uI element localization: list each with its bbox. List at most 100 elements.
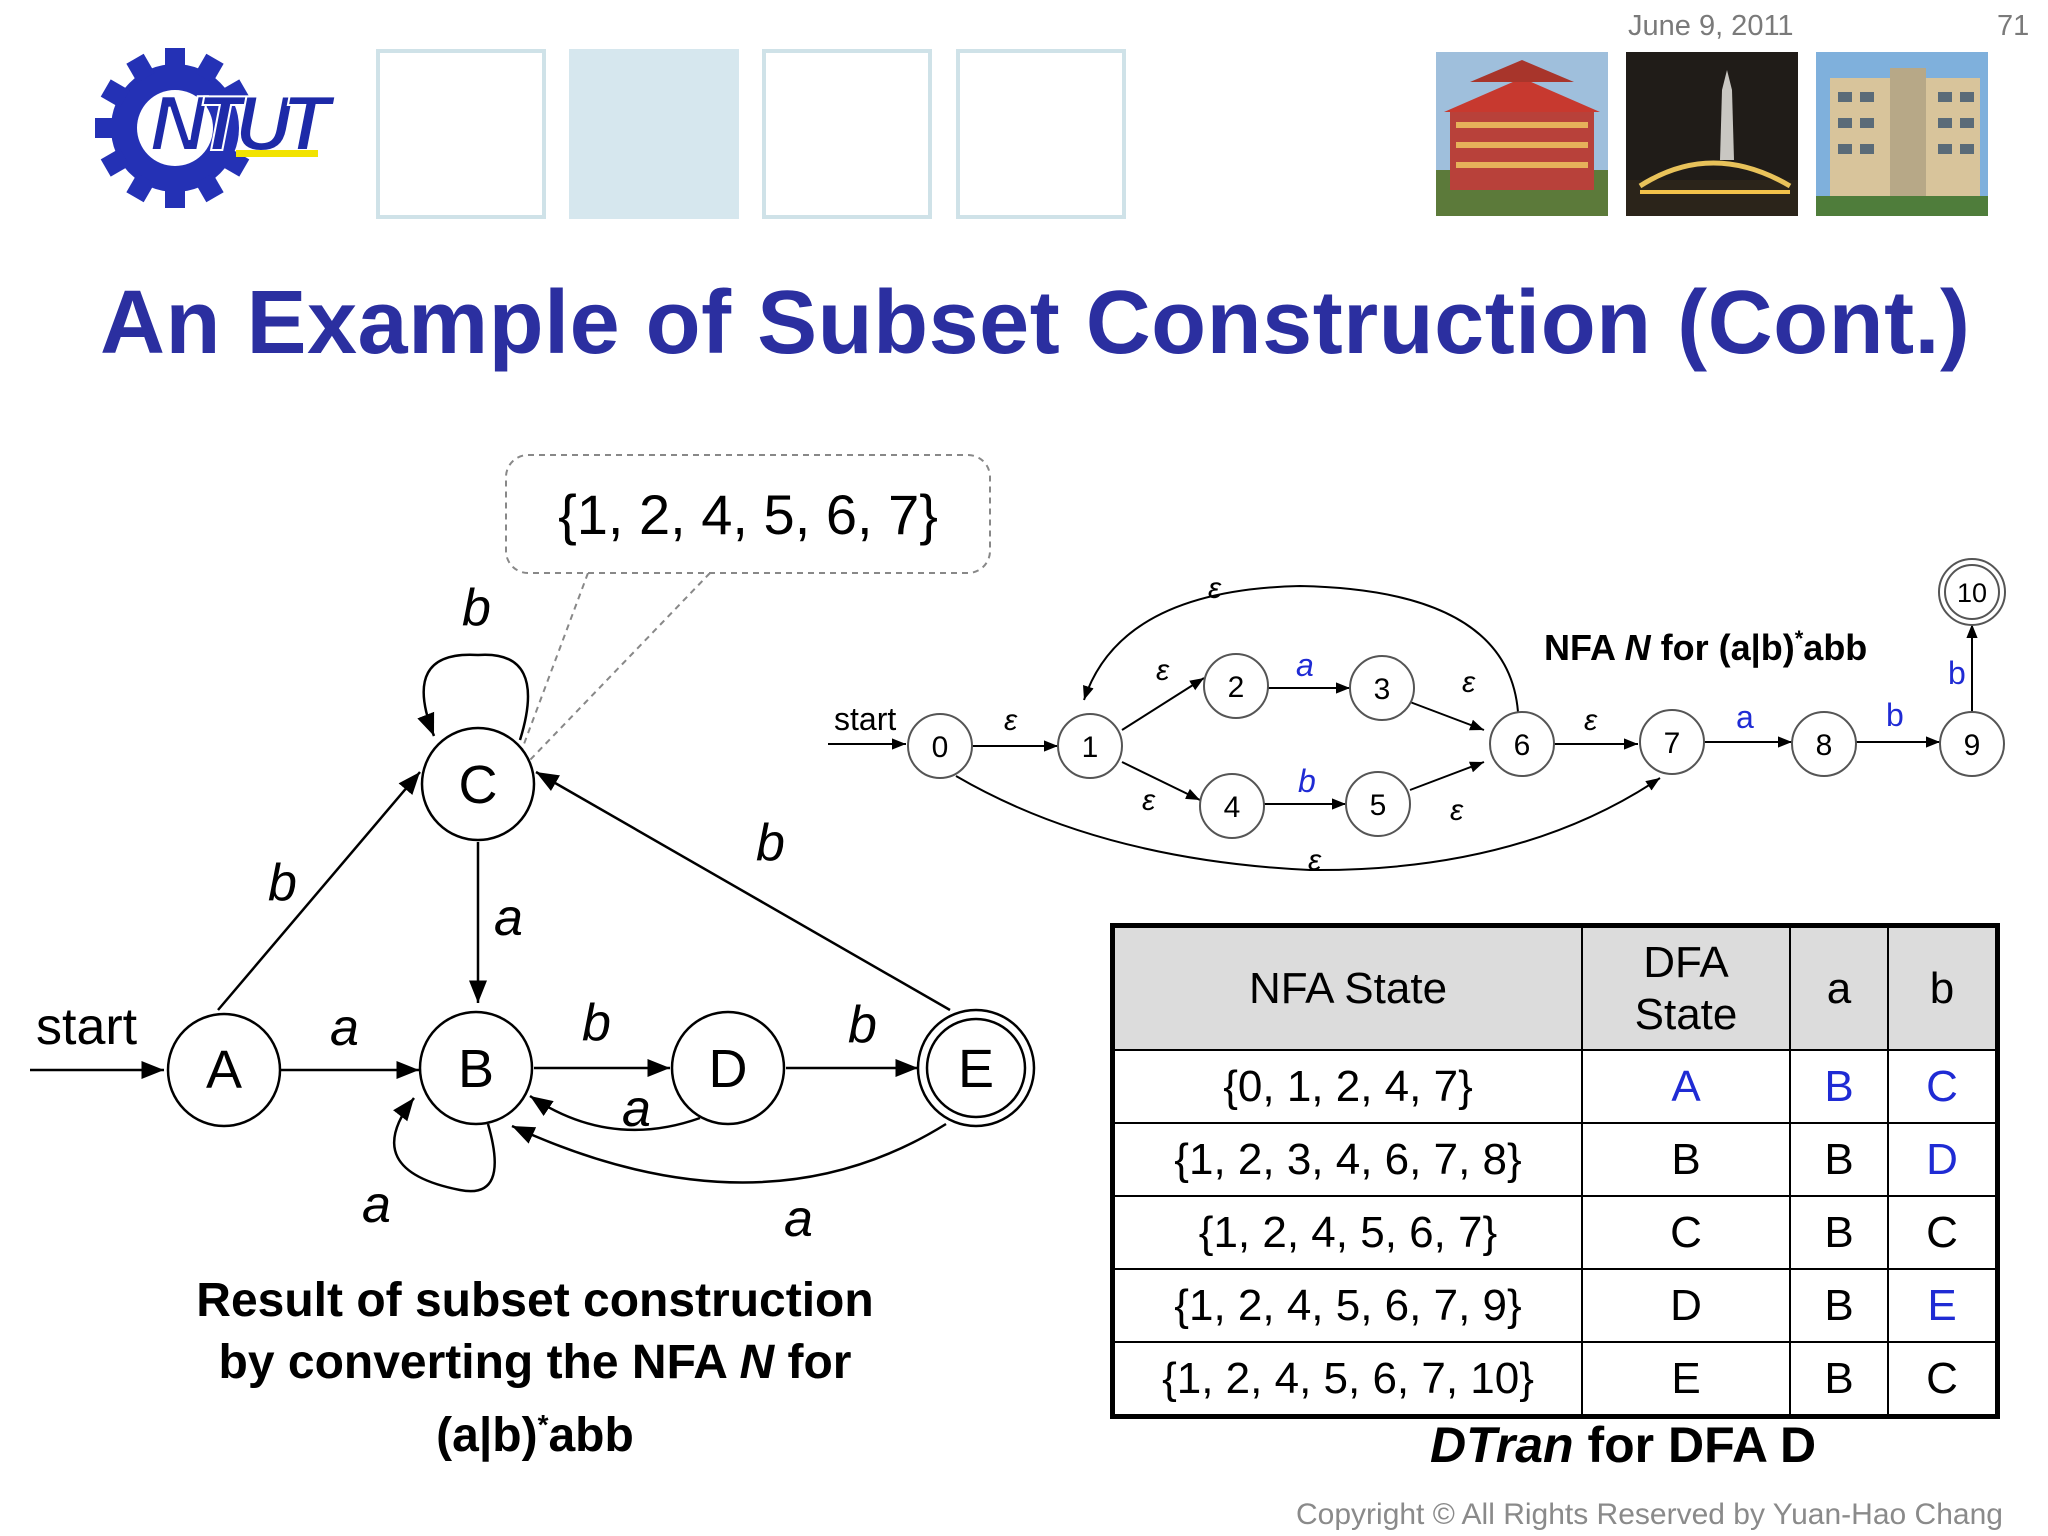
nfa-diagram: NFA N for (a|b)*abb start ε ε ε a b ε ε …	[828, 558, 2006, 877]
slide-date: June 9, 2011	[1628, 10, 1794, 42]
nfa-state-6: 6	[1489, 711, 1555, 777]
nfa-eps-1-4: ε	[1142, 784, 1156, 817]
cell-a: B	[1789, 1341, 1889, 1418]
nfa-state-4: 4	[1199, 773, 1265, 839]
nfa-eps-5-6: ε	[1450, 794, 1464, 827]
nfa-edge-1-4	[1121, 761, 1201, 801]
dfa-start-label: start	[36, 998, 138, 1056]
label-C-B: a	[494, 889, 523, 947]
nfa-state-10: 10	[1938, 558, 2006, 626]
svg-text:5: 5	[1370, 789, 1387, 822]
edge-D-B	[529, 1094, 701, 1132]
photo-grand-hotel	[1436, 52, 1608, 216]
cell-dfa: E	[1581, 1341, 1791, 1418]
nfa-eps-6-7: ε	[1584, 704, 1598, 737]
label-D-B: a	[622, 1080, 651, 1138]
label-A-B: a	[330, 999, 359, 1057]
dfa-caption: Result of subset construction by convert…	[120, 1270, 950, 1467]
header-box-2	[569, 49, 739, 219]
nfa-edge-5-6	[1409, 761, 1485, 791]
photo-campus-building	[1816, 52, 1988, 216]
cell-nfa: {1, 2, 4, 5, 6, 7, 10}	[1111, 1341, 1583, 1418]
nfa-edge-0-7	[955, 775, 1661, 872]
table-row: {1, 2, 4, 5, 6, 7} C B C	[1111, 1195, 1999, 1270]
cell-b: C	[1887, 1049, 1999, 1124]
table-row: {1, 2, 4, 5, 6, 7, 10} E B C	[1111, 1341, 1999, 1418]
caption-line-2: by converting the NFA N for	[218, 1336, 852, 1389]
dfa-state-C: C	[420, 726, 536, 842]
svg-text:A: A	[206, 1040, 242, 1100]
callout-text: {1, 2, 4, 5, 6, 7}	[558, 483, 938, 546]
nfa-state-3: 3	[1349, 655, 1415, 721]
table-row: {0, 1, 2, 4, 7} A B C	[1111, 1049, 1999, 1124]
svg-text:2: 2	[1228, 671, 1245, 704]
label-A-C: b	[268, 854, 297, 912]
nfa-eps-1-2: ε	[1156, 654, 1170, 687]
callout-pointer	[517, 572, 711, 761]
svg-text:10: 10	[1957, 578, 1987, 608]
cell-dfa: B	[1581, 1122, 1791, 1197]
label-B-B: a	[362, 1176, 391, 1234]
label-E-C: b	[756, 814, 785, 872]
cell-a: B	[1789, 1268, 1889, 1343]
nfa-start-label: start	[834, 701, 896, 737]
table-row: {1, 2, 4, 5, 6, 7, 9} D B E	[1111, 1268, 1999, 1343]
edge-E-C	[535, 770, 951, 1012]
header-box-3	[762, 49, 932, 219]
nfa-eps-0-1: ε	[1004, 704, 1018, 737]
nfa-state-2: 2	[1203, 653, 1269, 719]
nfa-eps-6-1: ε	[1208, 572, 1222, 605]
label-D-E: b	[848, 996, 877, 1054]
svg-text:C: C	[459, 755, 498, 815]
svg-text:4: 4	[1224, 791, 1241, 824]
nfa-state-5: 5	[1345, 771, 1411, 837]
svg-text:E: E	[958, 1039, 994, 1099]
gear-icon	[95, 48, 250, 208]
dfa-state-A: A	[166, 1012, 282, 1128]
photo-night-bridge	[1626, 52, 1798, 216]
nfa-label-8-9: b	[1886, 697, 1904, 733]
header-box-1	[376, 49, 546, 219]
table-row: {1, 2, 3, 4, 6, 7, 8} B B D	[1111, 1122, 1999, 1197]
svg-text:B: B	[458, 1039, 494, 1099]
header-nfa-state: NFA State	[1111, 924, 1583, 1051]
dtran-caption: DTran for DFA D	[1430, 1417, 1817, 1473]
nfa-state-9: 9	[1939, 711, 2005, 777]
cell-a: B	[1789, 1195, 1889, 1270]
svg-text:1: 1	[1082, 731, 1099, 764]
dfa-state-B: B	[418, 1010, 534, 1126]
cell-nfa: {0, 1, 2, 4, 7}	[1111, 1049, 1583, 1124]
header-a: a	[1789, 924, 1889, 1051]
nfa-caption: NFA N for (a|b)*abb	[1544, 626, 1867, 669]
svg-text:9: 9	[1964, 729, 1981, 762]
copyright-notice: Copyright © All Rights Reserved by Yuan-…	[1296, 1498, 2003, 1531]
nfa-edge-1-2	[1121, 677, 1205, 731]
cell-nfa: {1, 2, 4, 5, 6, 7}	[1111, 1195, 1583, 1270]
svg-text:0: 0	[932, 731, 949, 764]
label-E-B: a	[784, 1190, 813, 1248]
page-number: 71	[1997, 10, 2030, 42]
cell-dfa: A	[1581, 1049, 1791, 1124]
cell-b: D	[1887, 1122, 1999, 1197]
school-logo: NTUT	[95, 48, 337, 208]
cell-b: E	[1887, 1268, 1999, 1343]
svg-text:6: 6	[1514, 729, 1531, 762]
header-box-4	[956, 49, 1126, 219]
dfa-state-E: E	[916, 1008, 1036, 1128]
nfa-edge-6-1	[1083, 584, 1519, 713]
nfa-state-7: 7	[1639, 709, 1705, 775]
slide-title: An Example of Subset Construction (Cont.…	[100, 273, 1971, 373]
nfa-state-1: 1	[1057, 713, 1123, 779]
header-b: b	[1887, 924, 1999, 1051]
cell-a: B	[1789, 1122, 1889, 1197]
nfa-state-0: 0	[907, 713, 973, 779]
cell-nfa: {1, 2, 3, 4, 6, 7, 8}	[1111, 1122, 1583, 1197]
cell-dfa: C	[1581, 1195, 1791, 1270]
cell-dfa: D	[1581, 1268, 1791, 1343]
edge-E-B	[511, 1122, 947, 1184]
label-B-D: b	[582, 994, 611, 1052]
